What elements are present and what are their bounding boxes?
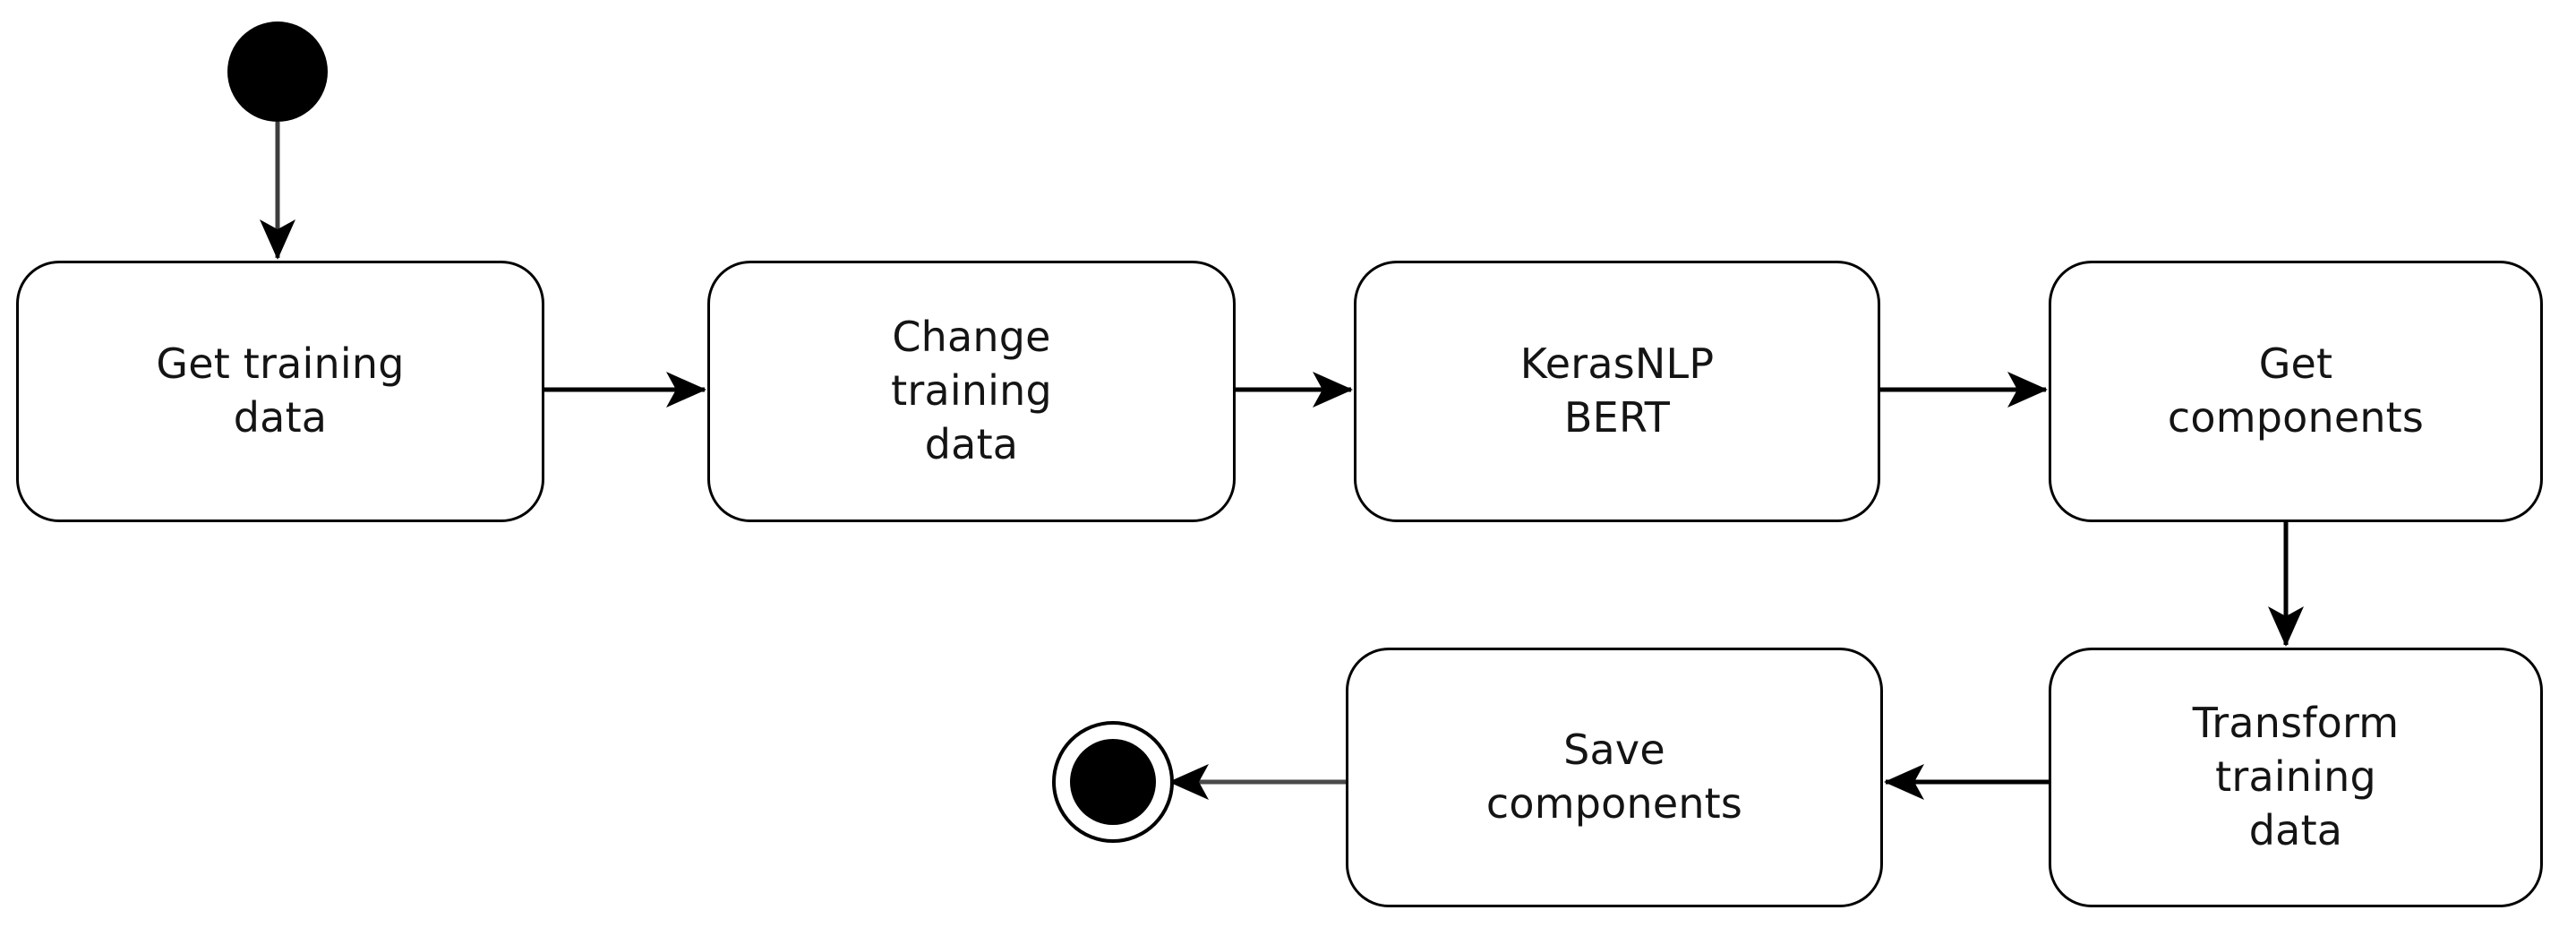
activity-node-get-training-data[interactable]: Get training data (16, 261, 544, 522)
final-node-inner-fill (1070, 739, 1156, 825)
activity-label-kerasnlp-bert: KerasNLP BERT (1519, 339, 1715, 442)
activity-node-transform-training-data[interactable]: Transform training data (2049, 648, 2543, 907)
activity-node-kerasnlp-bert[interactable]: KerasNLP BERT (1354, 261, 1880, 522)
activity-label-transform-training-data: Transform training data (2192, 699, 2400, 854)
initial-node-icon[interactable] (227, 21, 328, 122)
activity-node-save-components[interactable]: Save components (1346, 648, 1883, 907)
activity-node-get-components[interactable]: Get components (2049, 261, 2543, 522)
final-node-icon[interactable] (1052, 721, 1174, 843)
activity-label-save-components: Save components (1485, 726, 1743, 828)
activity-label-change-training-data: Change training data (891, 313, 1052, 468)
activity-label-get-components: Get components (2167, 339, 2425, 442)
activity-node-change-training-data[interactable]: Change training data (707, 261, 1236, 522)
activity-label-get-training-data: Get training data (156, 339, 405, 442)
